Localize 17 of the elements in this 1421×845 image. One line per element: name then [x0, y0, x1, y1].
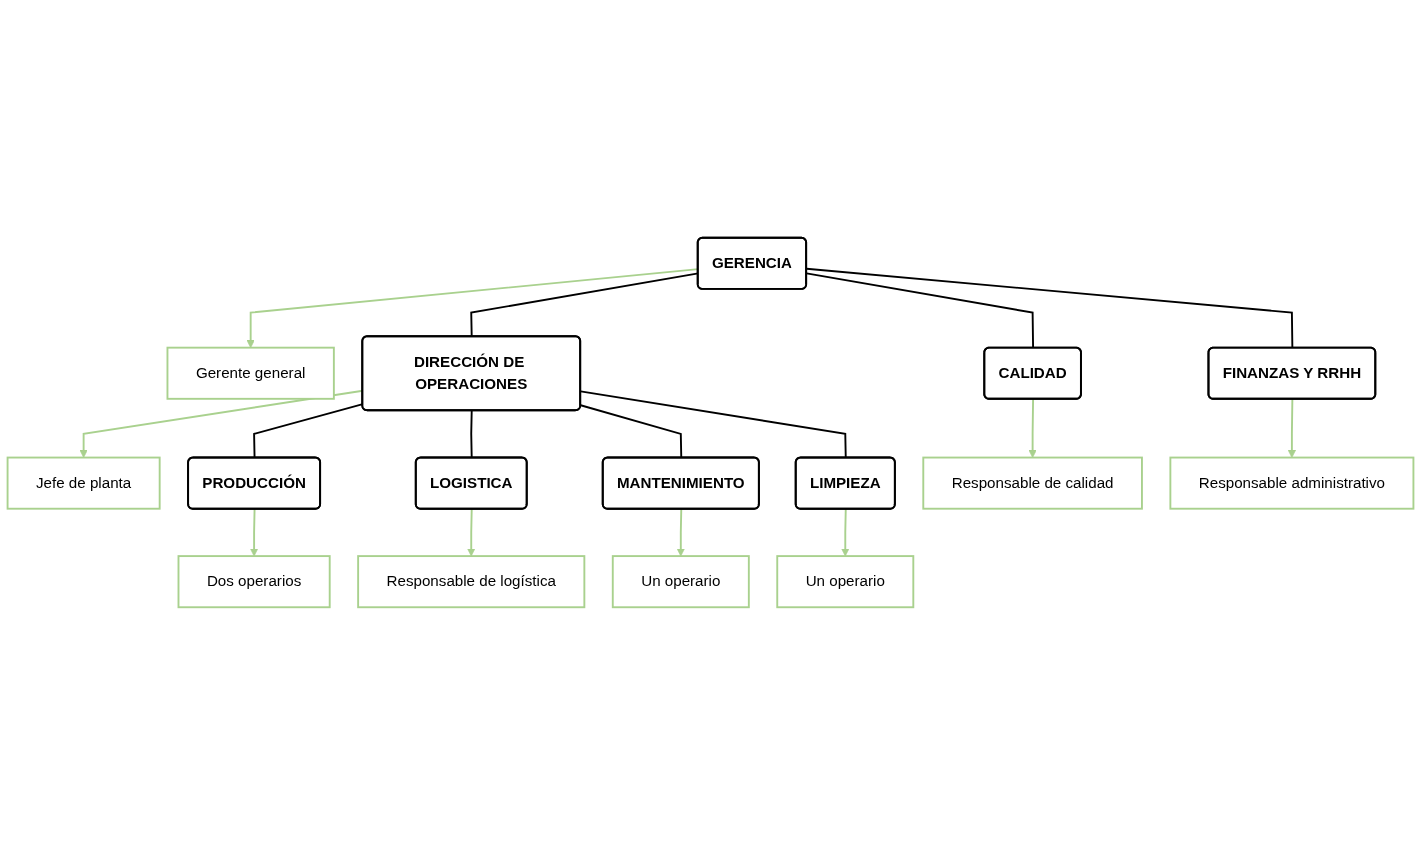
arrow — [467, 508, 476, 557]
node-box: Responsable de calidad — [922, 456, 1143, 510]
arrow — [249, 508, 259, 557]
arrow — [676, 508, 685, 557]
node-box: Un operario — [776, 555, 915, 609]
node-box: Jefe de planta — [6, 456, 161, 510]
connector — [579, 404, 683, 459]
arrow — [1028, 398, 1037, 458]
node-box: Un operario — [611, 555, 750, 609]
connector — [470, 409, 473, 459]
node-box: Responsable administrativo — [1169, 456, 1415, 510]
node-box: Responsable de logística — [357, 555, 586, 609]
connector — [579, 390, 847, 459]
arrow — [841, 508, 850, 557]
node-box: Dos operarios — [177, 555, 331, 609]
arrow — [1287, 398, 1297, 458]
node-box: Gerente general — [166, 346, 335, 400]
